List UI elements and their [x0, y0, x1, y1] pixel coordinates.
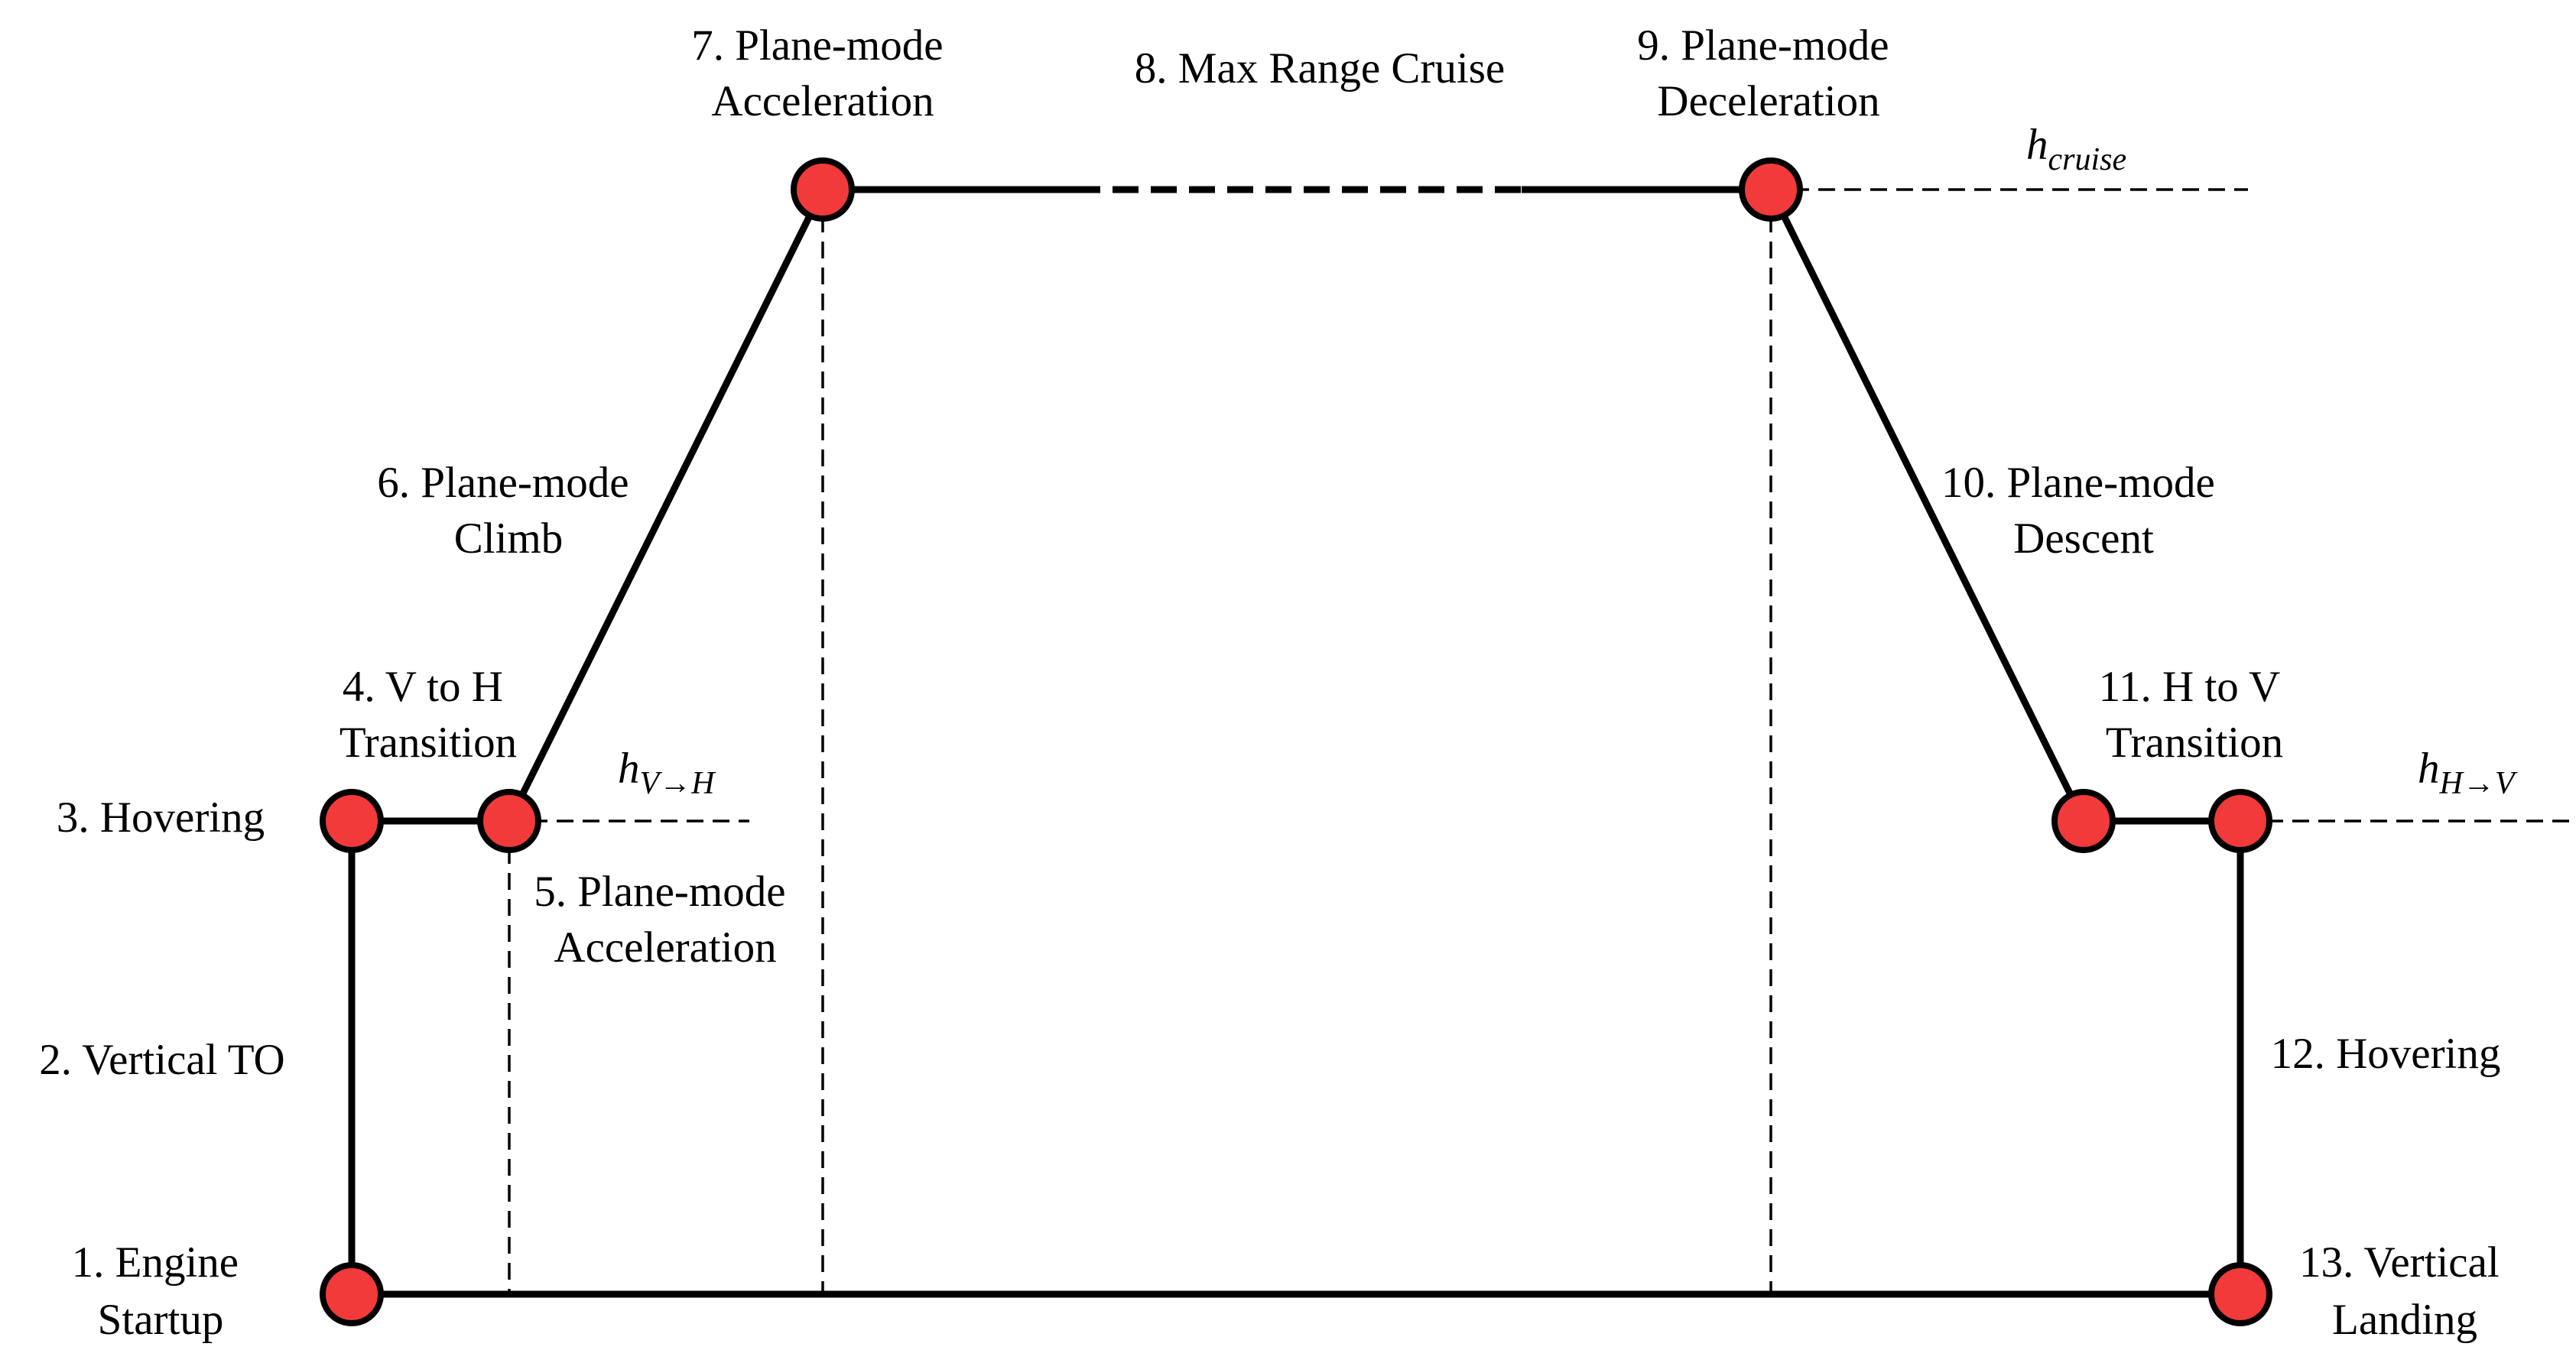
node-hovering-right	[2208, 789, 2272, 853]
node-engine-startup	[320, 1262, 384, 1326]
label-phase-2: 2. Vertical TO	[39, 1036, 284, 1084]
label-phase-1: 1. Engine Startup	[72, 1238, 250, 1344]
climb-segment	[505, 187, 827, 823]
label-h-v-to-h: hV→H	[618, 745, 716, 801]
node-plane-deceleration	[1739, 157, 1803, 222]
label-phase-10: 10. Plane-mode Descent	[1941, 459, 2226, 563]
label-phase-3: 3. Hovering	[57, 793, 265, 842]
label-phase-8: 8. Max Range Cruise	[1135, 44, 1505, 92]
label-h-h-to-v: hH→V	[2418, 745, 2518, 801]
node-plane-acceleration	[791, 157, 855, 222]
label-phase-12: 12. Hovering	[2271, 1030, 2501, 1078]
node-vertical-landing	[2208, 1262, 2272, 1326]
label-phase-13: 13. Vertical Landing	[2299, 1238, 2510, 1344]
label-phase-5: 5. Plane-mode Acceleration	[534, 868, 797, 972]
label-phase-9: 9. Plane-mode Deceleration	[1637, 21, 1900, 125]
label-h-cruise: hcruise	[2026, 121, 2126, 177]
node-v-to-h-transition	[477, 789, 541, 853]
node-hovering	[320, 789, 384, 853]
label-phase-11: 11. H to V Transition	[2099, 663, 2291, 767]
descent-segment	[1767, 188, 2087, 823]
label-phase-4: 4. V to H Transition	[339, 663, 517, 767]
node-h-to-v-transition	[2051, 789, 2116, 853]
label-phase-7: 7. Plane-mode Acceleration	[691, 21, 954, 125]
label-phase-6: 6. Plane-mode Climb	[377, 459, 640, 563]
